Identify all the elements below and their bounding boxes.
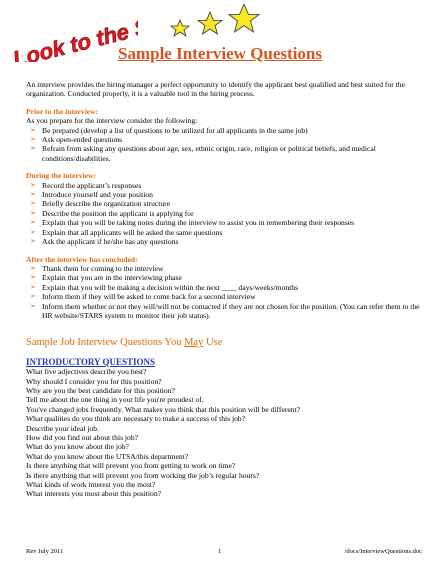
list-item: ➢Record the applicant’s responses	[30, 180, 142, 190]
chevron-right-icon: ➢	[30, 237, 36, 246]
chevron-right-icon: ➢	[30, 227, 36, 236]
question-item: What do you know about the job?	[26, 442, 129, 452]
look-to-the-stars-logo: Look to the STARS	[8, 8, 138, 62]
question-item: How did you find out about this job?	[26, 433, 139, 442]
list-item: ➢Explain that you will be making a decis…	[30, 282, 299, 292]
chevron-right-icon: ➢	[30, 208, 36, 217]
list-item: ➢Introduce yourself and your position	[30, 190, 153, 200]
page-number: 1	[218, 548, 222, 555]
during-list: ➢Record the applicant’s responses ➢Intro…	[26, 181, 422, 247]
list-item: ➢Describe the position the applicant is …	[30, 208, 194, 218]
list-item: ➢Thank them for coming to the interview	[30, 263, 164, 273]
list-item: ➢Ask open-ended questions	[30, 135, 123, 145]
chevron-right-icon: ➢	[30, 190, 36, 199]
prior-heading: Prior to the interview:	[26, 106, 99, 116]
question-item: What do you know about the UTSA/this dep…	[26, 451, 189, 461]
list-item: ➢Be prepared (develop a list of question…	[30, 125, 308, 135]
star-icon	[169, 18, 191, 37]
introductory-questions-heading: INTRODUCTORY QUESTIONS	[26, 356, 155, 367]
stars-decoration	[168, 2, 272, 38]
intro-paragraph: An interview provides the hiring manager…	[26, 80, 405, 99]
question-item: Tell me about the one thing in your life…	[26, 395, 204, 405]
chevron-right-icon: ➢	[30, 218, 36, 227]
question-item: Describe your ideal job.	[26, 423, 99, 433]
prior-lead: As you prepare for the interview conside…	[26, 116, 198, 126]
question-item: You've changed jobs frequently. What mak…	[26, 404, 300, 414]
chevron-right-icon: ➢	[30, 144, 36, 153]
chevron-right-icon: ➢	[30, 273, 36, 282]
chevron-right-icon: ➢	[30, 199, 36, 208]
may-emphasis: May	[184, 337, 204, 349]
chevron-right-icon: ➢	[30, 301, 36, 310]
during-heading: During the interview:	[26, 171, 97, 181]
chevron-right-icon: ➢	[30, 263, 36, 272]
question-item: What interests you most about this posit…	[26, 489, 161, 499]
chevron-right-icon: ➢	[30, 282, 36, 291]
question-item: What kinds of work interest you the most…	[26, 480, 156, 490]
question-item: What five adjectives describe you best?	[26, 367, 147, 377]
after-list: ➢Thank them for coming to the interview …	[26, 264, 422, 320]
chevron-right-icon: ➢	[30, 292, 36, 301]
document-path: /docs/InterviewQuestions.doc	[344, 548, 422, 555]
list-item: ➢Explain that you will be taking notes d…	[30, 218, 355, 228]
introductory-question-list: What five adjectives describe you best? …	[26, 367, 422, 499]
list-item: ➢Ask the applicant if he/she has any que…	[30, 237, 179, 247]
question-item: Is there anything that will prevent you …	[26, 470, 260, 480]
question-item: What qualities do you think are necessar…	[26, 414, 246, 424]
list-item: ➢Explain that you are in the interviewin…	[30, 273, 182, 283]
star-icon	[227, 2, 261, 33]
list-item: ➢Refrain from asking any questions about…	[30, 144, 376, 163]
question-item: Why are you the best candidate for this …	[26, 385, 175, 395]
prior-list: ➢Be prepared (develop a list of question…	[26, 126, 422, 164]
list-item: ➢Explain that all applicants will be ask…	[30, 227, 223, 237]
after-heading: After the interview has concluded:	[26, 254, 138, 264]
list-item: ➢Briefly describe the organization struc…	[30, 199, 171, 209]
list-item: ➢Inform them whether or not they will/wi…	[30, 301, 420, 320]
list-item: ➢Inform them if they will be asked to co…	[30, 292, 256, 302]
chevron-right-icon: ➢	[30, 180, 36, 189]
question-item: Is there anything that will prevent you …	[26, 461, 236, 471]
revision-date: Rev July 2011	[26, 548, 64, 555]
document-body: An interview provides the hiring manager…	[26, 80, 422, 499]
question-item: Why should I consider you for this posit…	[26, 376, 162, 386]
star-icon	[196, 10, 224, 35]
chevron-right-icon: ➢	[30, 135, 36, 144]
chevron-right-icon: ➢	[30, 125, 36, 134]
page-title: Sample Interview Questions	[118, 44, 322, 63]
sample-questions-heading: Sample Job Interview Questions You May U…	[26, 337, 223, 349]
